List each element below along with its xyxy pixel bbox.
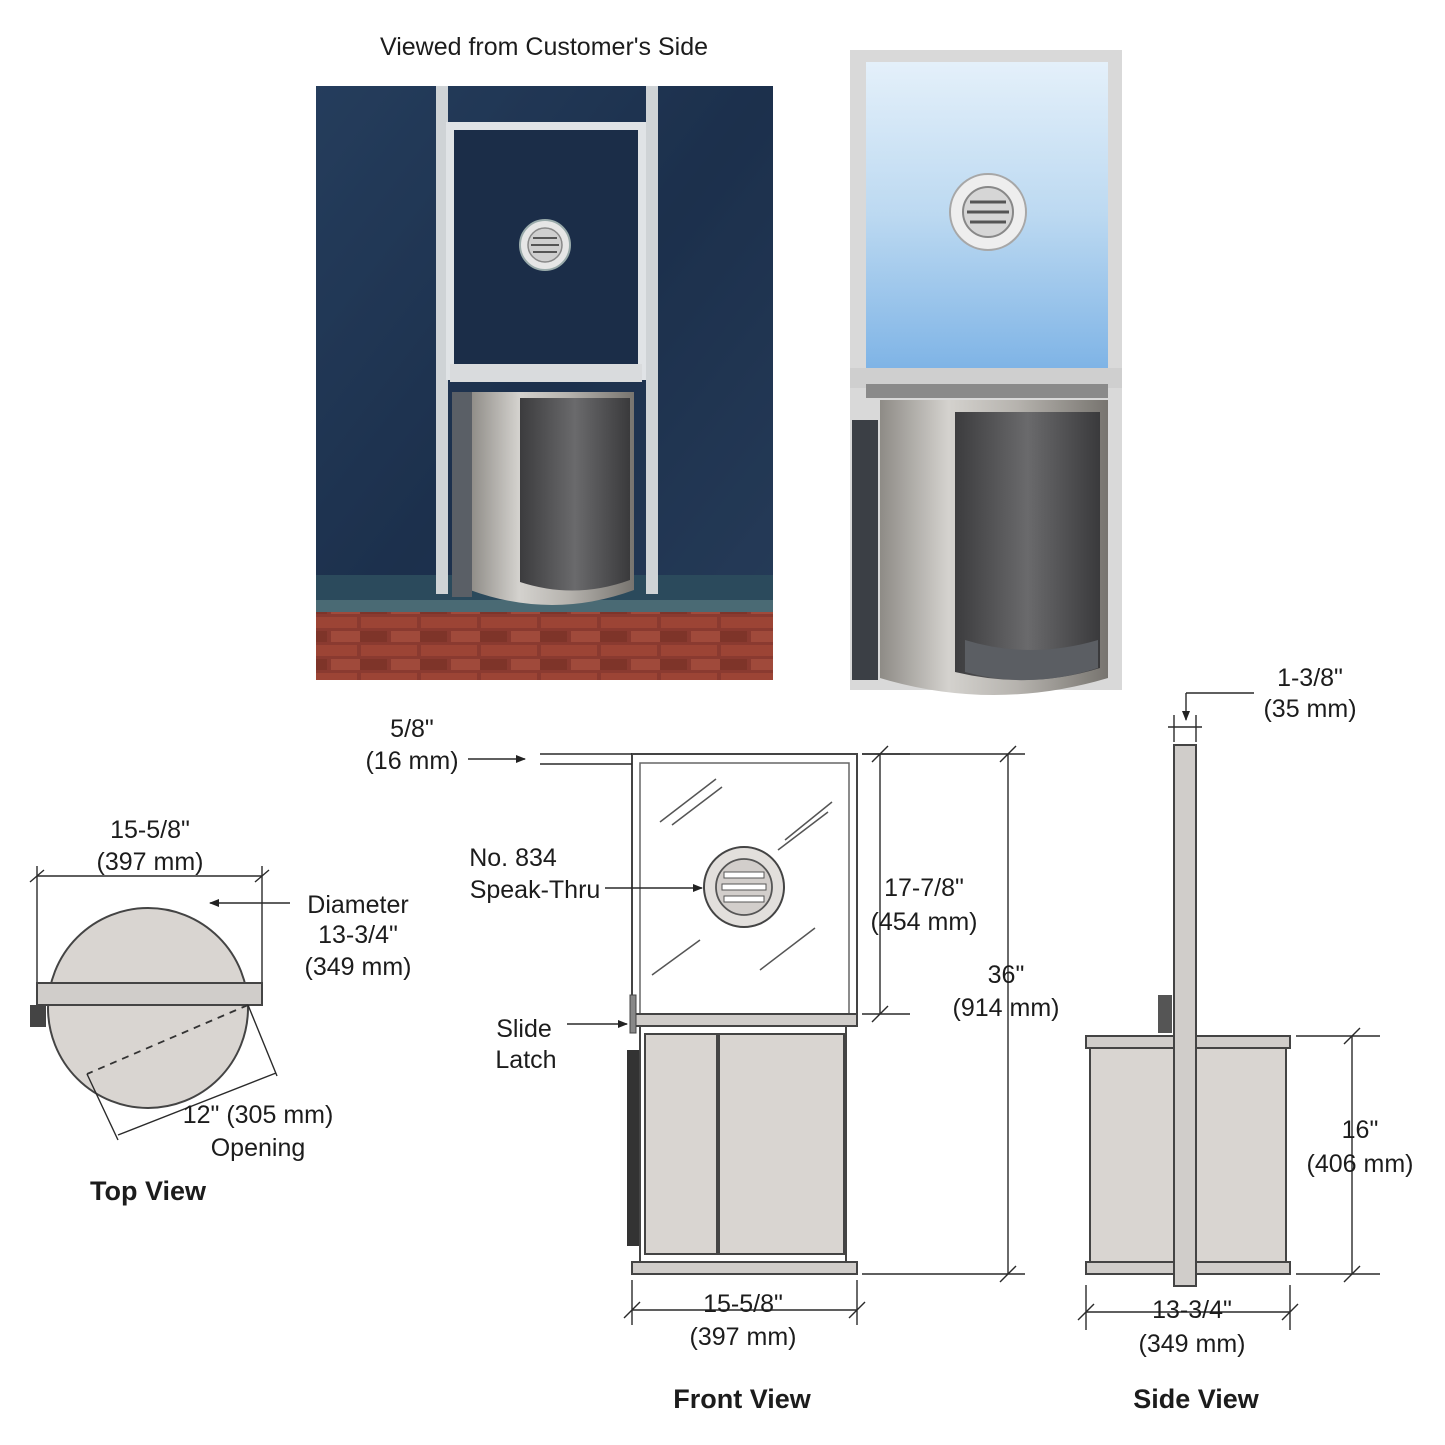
top-view-drawing [29, 866, 290, 1141]
speak-thru-label-1: No. 834 [469, 844, 557, 872]
front-width-in: 15-5/8" [703, 1290, 783, 1318]
total-height-in: 36" [988, 961, 1025, 989]
front-width-mm: (397 mm) [690, 1323, 797, 1351]
caption: Viewed from Customer's Side [380, 33, 708, 61]
top-view-title: Top View [90, 1176, 207, 1206]
side-width-in: 13-3/4" [1152, 1296, 1232, 1324]
opening-size: 12" (305 mm) [183, 1101, 334, 1129]
front-view-drawing [468, 745, 1025, 1325]
side-width-mm: (349 mm) [1139, 1330, 1246, 1358]
drawer-height-in: 16" [1342, 1116, 1379, 1144]
glass-height-in: 17-7/8" [884, 874, 964, 902]
diameter-label: Diameter [307, 891, 408, 919]
opening-label: Opening [211, 1134, 306, 1162]
photo-customer-side [316, 86, 773, 680]
side-view-drawing [1077, 692, 1380, 1330]
photo-product [850, 50, 1122, 695]
frame-top-mm: (16 mm) [365, 747, 458, 775]
frame-depth-mm: (35 mm) [1263, 695, 1356, 723]
drawer-height-mm: (406 mm) [1307, 1150, 1414, 1178]
speak-thru-label-2: Speak-Thru [470, 876, 601, 904]
glass-height-mm: (454 mm) [871, 908, 978, 936]
latch-label-2: Latch [495, 1046, 556, 1074]
top-width-in: 15-5/8" [110, 816, 190, 844]
diameter-in: 13-3/4" [318, 921, 398, 949]
latch-label-1: Slide [496, 1015, 552, 1043]
frame-depth-in: 1-3/8" [1277, 664, 1343, 692]
frame-top-in: 5/8" [390, 715, 434, 743]
diameter-mm: (349 mm) [305, 953, 412, 981]
front-view-title: Front View [673, 1384, 812, 1414]
side-view-title: Side View [1133, 1384, 1260, 1414]
top-width-mm: (397 mm) [97, 848, 204, 876]
total-height-mm: (914 mm) [953, 994, 1060, 1022]
